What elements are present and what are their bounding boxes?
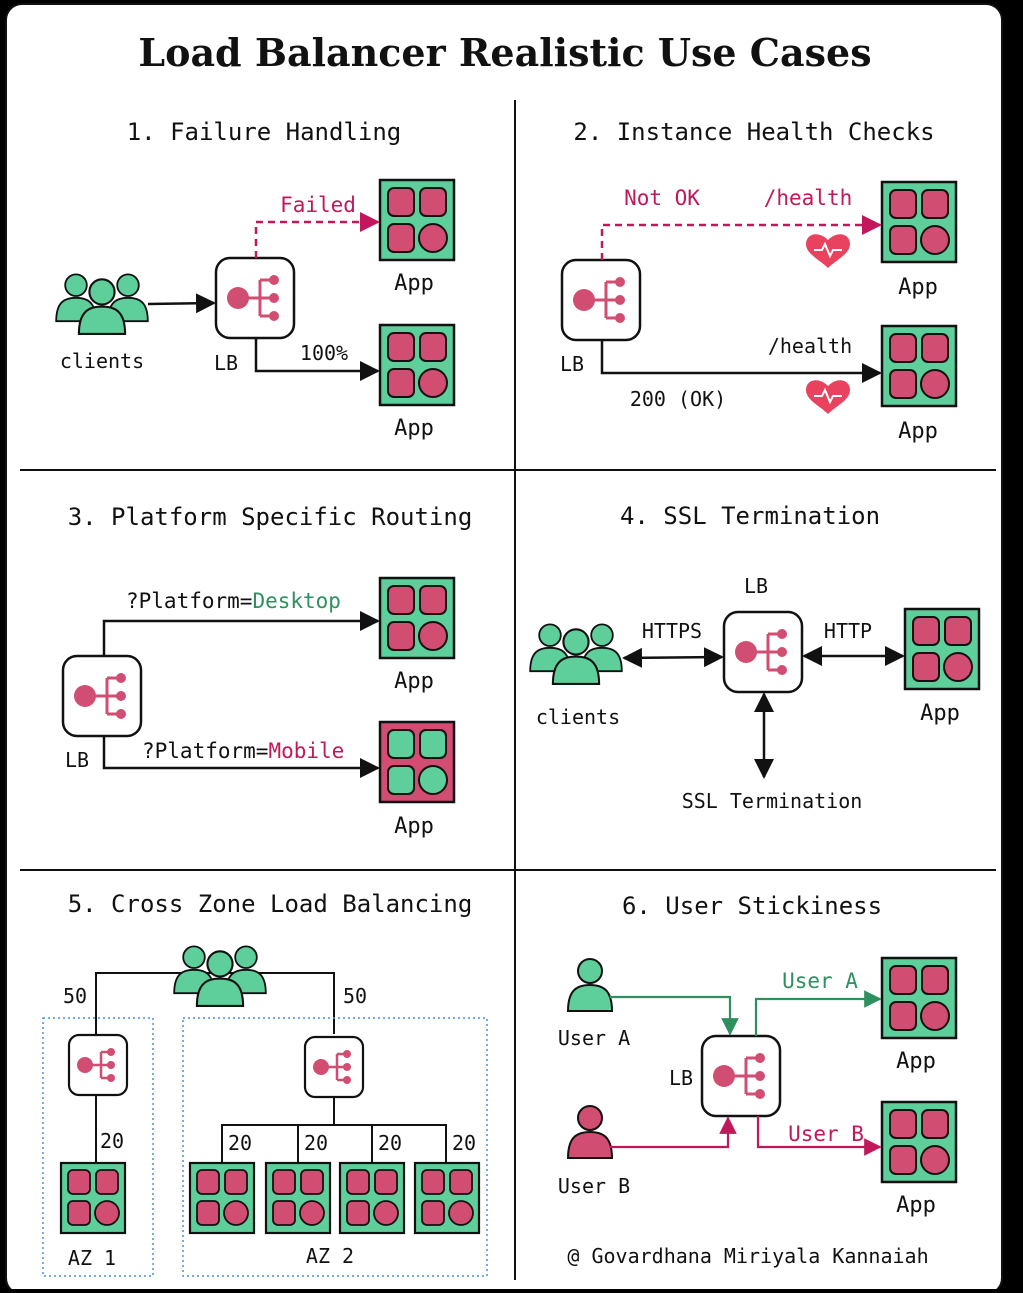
section-heading: 6. User Stickiness <box>622 892 882 920</box>
weight-az2: 20 <box>228 1131 252 1155</box>
weight-right: 50 <box>343 984 367 1008</box>
weight-az2: 20 <box>378 1131 402 1155</box>
lb-icon <box>700 1034 782 1118</box>
app-icon <box>413 1161 481 1235</box>
edge-not-ok <box>600 215 882 260</box>
lb-label: LB <box>560 352 584 376</box>
zone-az1 <box>42 1017 154 1277</box>
app-icon <box>880 956 958 1040</box>
mobile-value: Mobile <box>268 739 344 763</box>
app-icon <box>188 1161 256 1235</box>
route-a-label: User A <box>782 969 858 993</box>
section-cross-zone: 5. Cross Zone Load Balancing 50 50 20 20… <box>42 890 488 1277</box>
lb-icon <box>61 654 143 738</box>
lb-icon <box>67 1033 129 1097</box>
edge-ok <box>600 340 882 383</box>
query-prefix: ?Platform= <box>126 589 252 613</box>
section-heading: 5. Cross Zone Load Balancing <box>68 890 473 918</box>
desktop-query: ?Platform=Desktop <box>126 589 341 613</box>
app-icon <box>378 178 456 262</box>
https-label: HTTPS <box>642 619 702 643</box>
lb-icon <box>214 256 296 340</box>
health-label: /health <box>764 186 853 210</box>
lb-icon <box>722 610 804 694</box>
zone-label: AZ 2 <box>306 1244 354 1268</box>
lb-label: LB <box>65 748 89 772</box>
ssl-label: SSL Termination <box>682 789 863 813</box>
section-heading: 4. SSL Termination <box>620 502 880 530</box>
app-label: App <box>896 1049 936 1074</box>
app-label: App <box>394 669 434 694</box>
page-title: Load Balancer Realistic Use Cases <box>138 30 871 75</box>
app-icon <box>880 1100 958 1184</box>
section-user-stickiness: 6. User Stickiness User A User B LB User… <box>558 892 958 1268</box>
app-label: App <box>920 701 960 726</box>
user-a-label: User A <box>558 1026 630 1050</box>
app-label: App <box>394 271 434 296</box>
ok-label: 200 (OK) <box>630 387 726 411</box>
lb-icon <box>303 1035 365 1099</box>
app-icon <box>378 576 456 660</box>
section-platform-routing: 3. Platform Specific Routing LB ?Platfor… <box>61 503 473 839</box>
edge-user-a-out <box>754 990 882 1036</box>
app-icon <box>378 323 456 407</box>
edge-az2-fanout <box>221 1124 447 1163</box>
health-label: /health <box>768 334 852 358</box>
weight-az2: 20 <box>304 1131 328 1155</box>
section-heading: 3. Platform Specific Routing <box>68 503 473 531</box>
desktop-value: Desktop <box>252 589 341 613</box>
app-label: App <box>394 814 434 839</box>
pct-label: 100% <box>300 341 348 365</box>
edge-mobile <box>102 736 380 778</box>
app-icon <box>338 1161 406 1235</box>
app-label: App <box>898 275 938 300</box>
section-health-checks: 2. Instance Health Checks LB Not OK /hea… <box>560 118 958 444</box>
clients-label: clients <box>60 349 144 373</box>
query-prefix: ?Platform= <box>142 739 268 763</box>
weight-left: 50 <box>63 984 87 1008</box>
app-icon <box>264 1161 332 1235</box>
zone-az2 <box>182 1017 488 1277</box>
section-heading: 1. Failure Handling <box>127 118 402 146</box>
lb-label: LB <box>214 351 238 375</box>
edge-failed <box>254 212 380 258</box>
zone-label: AZ 1 <box>68 1246 116 1270</box>
weight-az2: 20 <box>452 1131 476 1155</box>
app-label: App <box>898 419 938 444</box>
app-mobile-icon <box>378 720 456 804</box>
card-frame <box>5 3 1003 1293</box>
app-label: App <box>896 1193 936 1218</box>
app-icon <box>59 1161 127 1235</box>
edge-user-b-in <box>610 1116 737 1149</box>
section-ssl-termination: 4. SSL Termination LB clients HTTPS HTTP… <box>530 502 981 813</box>
app-label: App <box>394 416 434 441</box>
http-label: HTTP <box>824 619 872 643</box>
weight-az1: 20 <box>100 1129 124 1153</box>
not-ok-label: Not OK <box>624 186 700 210</box>
edge-healthy <box>254 338 380 381</box>
app-icon <box>880 180 958 264</box>
user-b-label: User B <box>558 1174 630 1198</box>
app-icon <box>903 607 981 691</box>
clients-label: clients <box>536 705 620 729</box>
credit-label: @ Govardhana Miriyala Kannaiah <box>567 1244 928 1268</box>
route-b-label: User B <box>788 1122 864 1146</box>
app-icon <box>880 324 958 408</box>
edge-desktop <box>102 611 380 656</box>
edge-https <box>622 647 724 668</box>
edge-user-b-out <box>756 1116 882 1156</box>
lb-label: LB <box>744 574 768 598</box>
mobile-query: ?Platform=Mobile <box>142 739 344 763</box>
edge-user-a-in <box>610 995 739 1036</box>
section-heading: 2. Instance Health Checks <box>573 118 934 146</box>
failed-label: Failed <box>280 193 356 217</box>
lb-icon <box>560 258 642 342</box>
edge-clients-lb <box>147 293 216 314</box>
section-failure-handling: 1. Failure Handling clients LB Failed 10… <box>56 118 456 441</box>
lb-label: LB <box>669 1066 693 1090</box>
